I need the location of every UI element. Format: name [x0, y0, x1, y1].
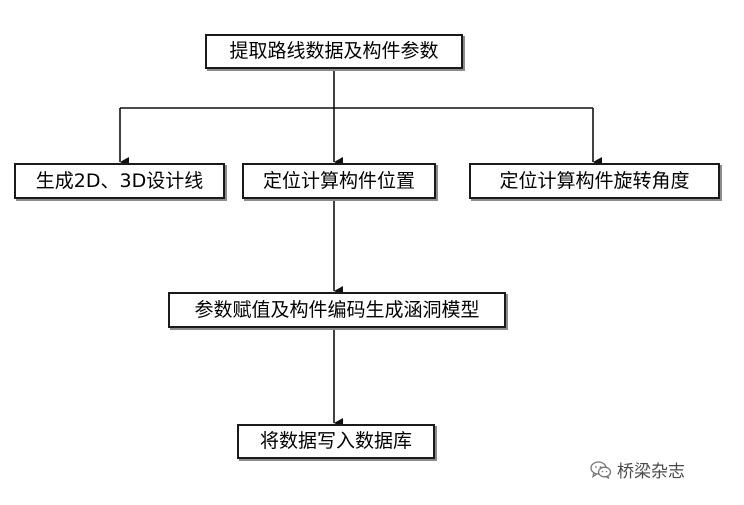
watermark: 桥梁杂志 [590, 457, 685, 482]
step-write-db-box: 将数据写入数据库 [237, 424, 435, 459]
step-locate-position-box: 定位计算构件位置 [242, 163, 436, 199]
step-generate-lines-label: 生成2D、3D设计线 [35, 169, 204, 192]
step-generate-lines-box: 生成2D、3D设计线 [14, 163, 225, 199]
step-build-model-box: 参数赋值及构件编码生成涵洞模型 [168, 292, 506, 328]
step-write-db-label: 将数据写入数据库 [259, 430, 412, 452]
wechat-icon [590, 460, 612, 479]
watermark-label: 桥梁杂志 [617, 462, 685, 482]
step-locate-position-label: 定位计算构件位置 [262, 169, 415, 192]
step-extract-box: 提取路线数据及构件参数 [205, 34, 463, 69]
step-locate-rotation-box: 定位计算构件旋转角度 [469, 163, 720, 199]
step-locate-rotation-label: 定位计算构件旋转角度 [499, 169, 690, 192]
step-build-model-label: 参数赋值及构件编码生成涵洞模型 [194, 298, 480, 321]
step-extract-label: 提取路线数据及构件参数 [229, 40, 439, 62]
